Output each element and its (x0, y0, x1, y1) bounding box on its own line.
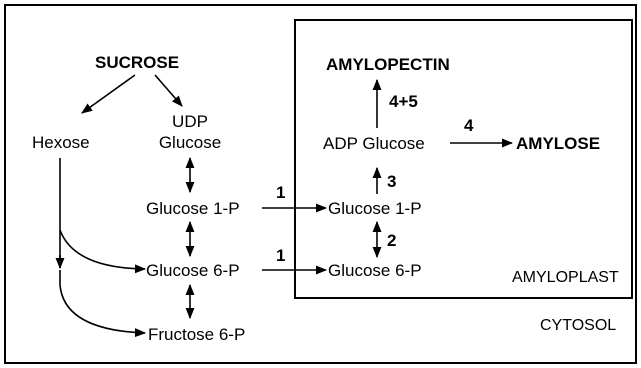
node-fructose6p: Fructose 6-P (148, 325, 246, 344)
node-glucose1p-cytosol: Glucose 1-P (146, 199, 240, 218)
step-g1p-to-adpglucose: 3 (387, 172, 397, 191)
node-amylopectin: AMYLOPECTIN (326, 55, 450, 74)
amyloplast-box (294, 19, 633, 299)
arrow-hexose-f6p (59, 270, 147, 338)
arrow-sucrose-udpglucose (154, 74, 183, 107)
label-cytosol: CYTOSOL (540, 317, 617, 334)
arrow-hexose-g6p (59, 229, 147, 274)
step-to-amylopectin: 4+5 (389, 92, 418, 111)
step-transport-g1p: 1 (276, 183, 286, 202)
label-amyloplast: AMYLOPLAST (512, 269, 619, 286)
node-sucrose: SUCROSE (95, 53, 180, 72)
node-adp-glucose: ADP Glucose (323, 134, 425, 153)
node-glucose6p-plastid: Glucose 6-P (328, 261, 422, 280)
node-hexose: Hexose (32, 133, 90, 152)
node-glucose6p-cytosol: Glucose 6-P (146, 261, 240, 280)
node-udp-glucose: Glucose (158, 133, 222, 152)
node-glucose1p-plastid: Glucose 1-P (328, 199, 422, 218)
outer-frame (4, 4, 637, 364)
node-amylose: AMYLOSE (516, 134, 601, 153)
arrow-sucrose-hexose (81, 74, 136, 114)
step-g6p-to-g1p: 2 (387, 231, 397, 250)
node-udp-label: UDP (172, 112, 208, 131)
step-transport-g6p: 1 (276, 246, 286, 265)
step-to-amylose: 4 (464, 116, 474, 135)
